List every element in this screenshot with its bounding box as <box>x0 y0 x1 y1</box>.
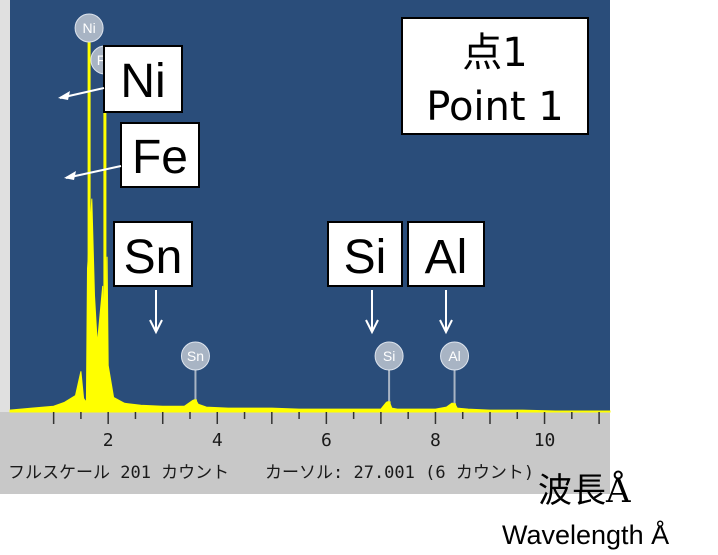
x-tick-label: 6 <box>321 430 332 451</box>
point-label-box <box>401 17 589 135</box>
callout-ni: Ni <box>58 45 183 113</box>
axis-strip <box>0 412 610 494</box>
xlabel-en: Wavelength Å <box>502 519 669 550</box>
peak-marker-ni: Ni <box>74 13 104 412</box>
svg-text:Si: Si <box>383 348 395 364</box>
x-tick-label: 2 <box>103 430 114 451</box>
peak-marker-al: Al <box>440 341 470 412</box>
x-tick-label: 8 <box>430 430 441 451</box>
callout-si: Si <box>327 221 403 335</box>
callout-al: Al <box>407 221 485 335</box>
xlabel-jp: 波長Å <box>538 470 631 511</box>
point-label-jp: 点1 <box>462 30 527 76</box>
svg-text:Ni: Ni <box>82 20 95 36</box>
callout-fe: Fe <box>64 122 200 188</box>
peak-marker-sn: Sn <box>180 341 210 412</box>
svg-text:Si: Si <box>344 231 387 284</box>
svg-text:Al: Al <box>448 348 460 364</box>
x-tick-label: 10 <box>534 430 556 451</box>
svg-text:Al: Al <box>425 231 468 284</box>
status-full-scale: フルスケール 201 カウント <box>8 463 229 483</box>
callout-sn: Sn <box>113 221 193 335</box>
x-tick-label: 4 <box>212 430 223 451</box>
svg-text:Sn: Sn <box>187 348 204 364</box>
svg-text:Sn: Sn <box>124 231 183 284</box>
plot-edge-left <box>0 0 10 412</box>
point-label-en: Point 1 <box>426 84 563 130</box>
status-cursor: カーソル: 27.001 (6 カウント) <box>265 463 534 483</box>
peak-marker-si: Si <box>374 341 404 412</box>
svg-text:Ni: Ni <box>120 55 165 108</box>
x-axis-ticks: 2 4 6 8 10 <box>52 412 600 451</box>
svg-text:Fe: Fe <box>132 131 188 184</box>
